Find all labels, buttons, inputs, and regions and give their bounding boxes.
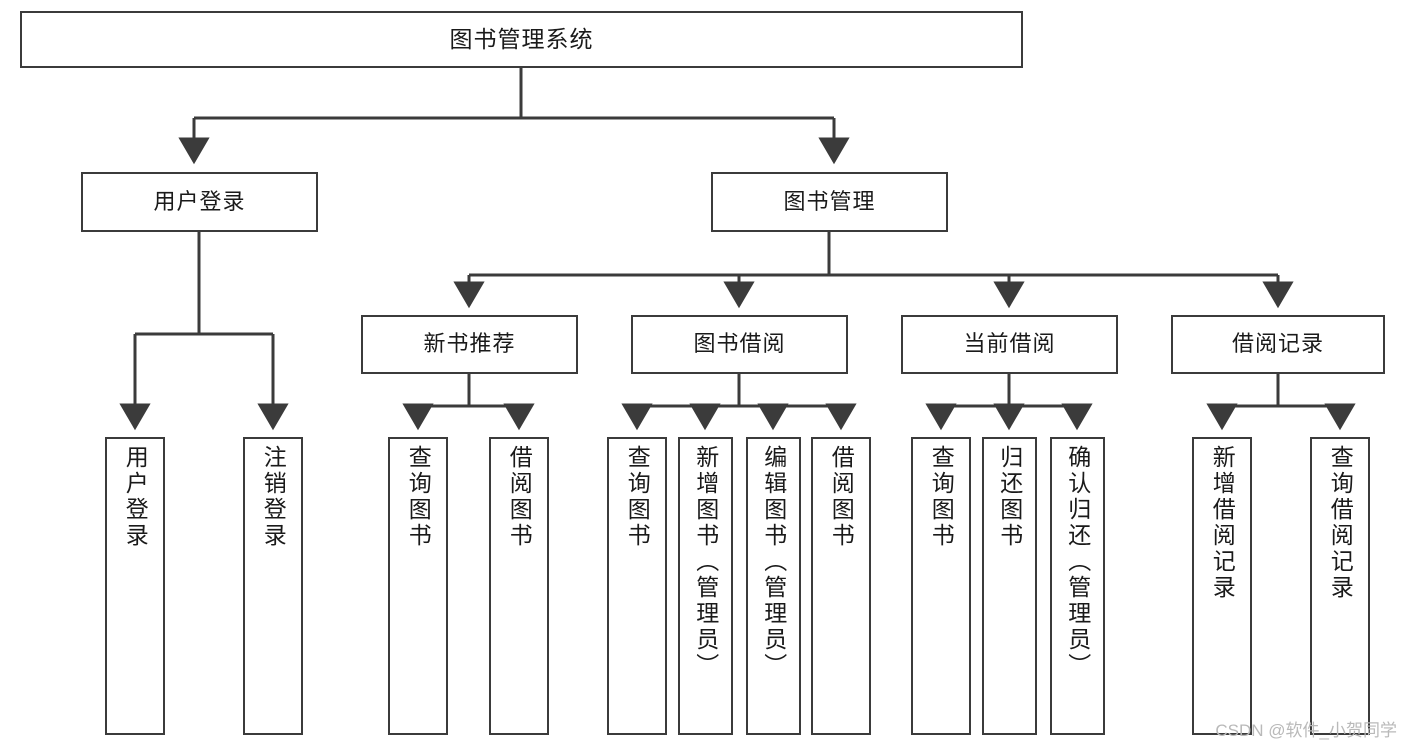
node-leaf-edit-book-label: 编辑图书（管理员） [760,445,787,679]
node-leaf-query-book-3[interactable]: 查询图书 [911,437,971,735]
node-leaf-query-book-2[interactable]: 查询图书 [607,437,667,735]
node-user-login[interactable]: 用户登录 [81,172,318,232]
node-leaf-borrow-book-2[interactable]: 借阅图书 [811,437,871,735]
node-leaf-add-borrow-record[interactable]: 新增借阅记录 [1192,437,1252,735]
node-leaf-logout-login-label: 注销登录 [260,445,287,549]
node-leaf-logout-login[interactable]: 注销登录 [243,437,303,735]
node-leaf-borrow-book-1-label: 借阅图书 [506,445,533,549]
node-new-book-recommend-label: 新书推荐 [423,331,516,357]
node-leaf-user-login-label: 用户登录 [122,445,149,549]
node-leaf-query-borrow-record-label: 查询借阅记录 [1327,445,1354,601]
node-leaf-add-borrow-record-label: 新增借阅记录 [1209,445,1236,601]
node-leaf-borrow-book-2-label: 借阅图书 [828,445,855,549]
node-leaf-confirm-return[interactable]: 确认归还（管理员） [1050,437,1105,735]
node-leaf-borrow-book-1[interactable]: 借阅图书 [489,437,549,735]
node-book-borrow-label: 图书借阅 [693,331,786,357]
node-borrow-record[interactable]: 借阅记录 [1171,315,1385,374]
node-root[interactable]: 图书管理系统 [20,11,1023,68]
node-leaf-confirm-return-label: 确认归还（管理员） [1064,445,1091,679]
node-leaf-return-book-label: 归还图书 [996,445,1023,549]
watermark: CSDN @软件_小贺同学 [1215,721,1397,740]
node-book-manage[interactable]: 图书管理 [711,172,948,232]
node-leaf-edit-book[interactable]: 编辑图书（管理员） [746,437,801,735]
node-book-borrow[interactable]: 图书借阅 [631,315,848,374]
node-new-book-recommend[interactable]: 新书推荐 [361,315,578,374]
node-borrow-record-label: 借阅记录 [1231,331,1324,357]
node-leaf-return-book[interactable]: 归还图书 [982,437,1037,735]
node-current-borrow-label: 当前借阅 [963,331,1056,357]
node-book-manage-label: 图书管理 [783,188,876,214]
node-leaf-query-book-1[interactable]: 查询图书 [388,437,448,735]
node-user-login-label: 用户登录 [153,188,246,214]
node-current-borrow[interactable]: 当前借阅 [901,315,1118,374]
node-leaf-query-book-1-label: 查询图书 [405,445,432,549]
node-leaf-add-book[interactable]: 新增图书（管理员） [678,437,733,735]
node-leaf-add-book-label: 新增图书（管理员） [692,445,719,679]
node-leaf-query-book-3-label: 查询图书 [928,445,955,549]
node-root-label: 图书管理系统 [449,25,594,52]
node-leaf-query-borrow-record[interactable]: 查询借阅记录 [1310,437,1370,735]
node-leaf-query-book-2-label: 查询图书 [624,445,651,549]
node-leaf-user-login[interactable]: 用户登录 [105,437,165,735]
